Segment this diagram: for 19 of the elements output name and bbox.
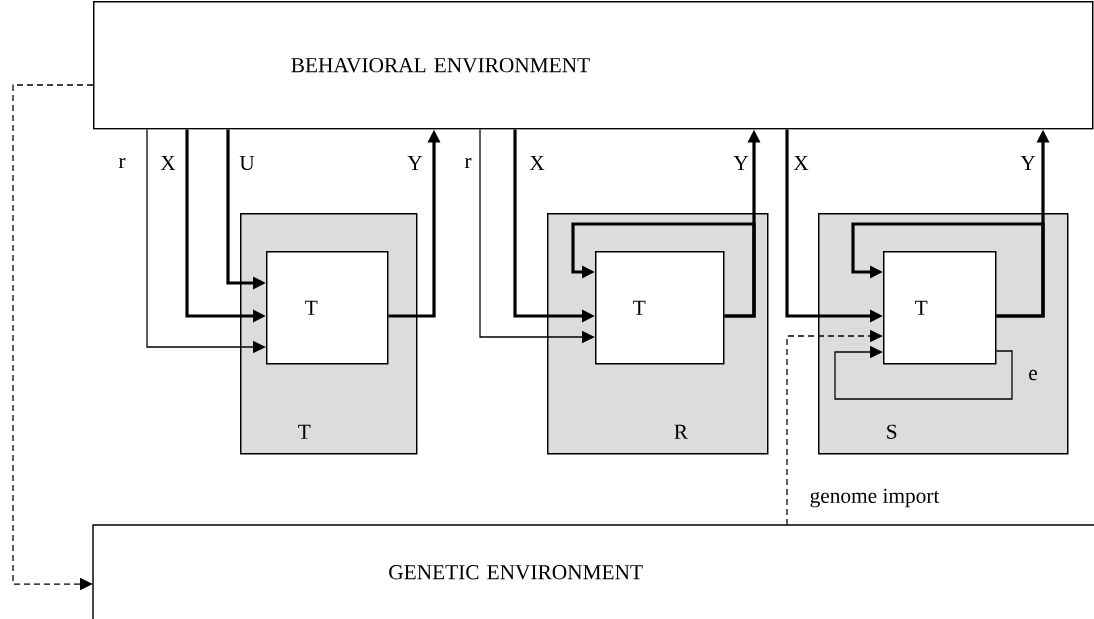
edge-label: U bbox=[237, 154, 257, 172]
edge-label: X bbox=[792, 154, 811, 172]
edge-label: Y bbox=[1019, 154, 1038, 172]
edge-label: X bbox=[158, 154, 178, 172]
arrow bbox=[834, 345, 1013, 400]
transducer-box: T bbox=[595, 251, 725, 365]
edge-label: Y bbox=[732, 154, 751, 172]
transducer-box: T bbox=[883, 251, 997, 365]
transducer-box: T bbox=[266, 251, 389, 365]
edge-label: X bbox=[528, 154, 547, 172]
arrow bbox=[851, 222, 1045, 318]
environment-box: GENETIC ENVIRONMENT bbox=[92, 524, 1094, 619]
edge-label: r bbox=[463, 156, 473, 170]
environment-box: BEHAVIORAL ENVIRONMENT bbox=[93, 1, 1094, 130]
edge-label: r bbox=[117, 156, 127, 170]
arrow bbox=[571, 222, 756, 318]
arrow bbox=[786, 329, 883, 526]
edge-label: genome import bbox=[808, 487, 941, 509]
edge-label: Y bbox=[405, 154, 425, 172]
